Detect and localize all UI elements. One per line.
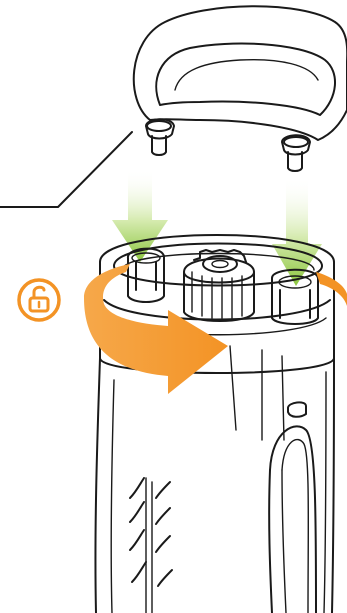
down-arrow-icon <box>112 169 168 262</box>
unlock-badge <box>19 280 59 320</box>
rotate-arrow-icon <box>84 264 347 394</box>
handle-grip <box>269 426 316 613</box>
lid-peg-right <box>282 135 310 171</box>
unlock-icon <box>30 287 48 311</box>
callout-leader-line <box>0 132 132 207</box>
lid-peg-left <box>146 119 174 155</box>
measurement-marks <box>130 478 172 613</box>
jar-body <box>95 346 334 613</box>
socket-left <box>128 249 164 302</box>
